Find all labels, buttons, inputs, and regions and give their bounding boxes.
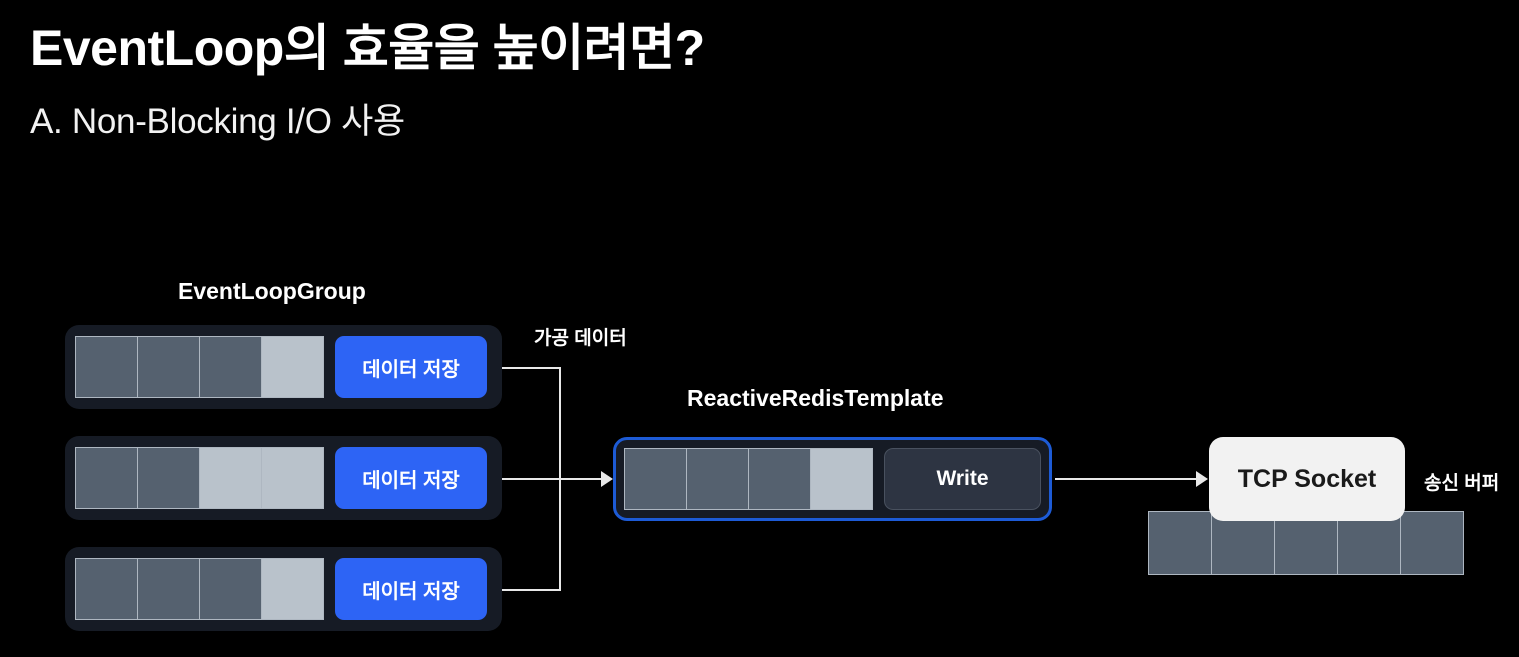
connector-line-row2 [502, 478, 561, 480]
queue-cell [624, 448, 687, 510]
buffer-cell [1211, 511, 1275, 575]
eventloop-queue-3 [75, 558, 324, 620]
reactiveredistemplate-caption: ReactiveRedisTemplate [687, 385, 944, 411]
queue-cell [261, 558, 324, 620]
page-subtitle: A. Non-Blocking I/O 사용 [30, 102, 405, 141]
queue-cell [137, 447, 200, 509]
save-data-button-3[interactable]: 데이터 저장 [335, 558, 487, 620]
connector-line-row1 [502, 367, 561, 369]
redis-queue [624, 448, 873, 510]
eventloop-queue-1 [75, 336, 324, 398]
queue-cell [199, 336, 262, 398]
queue-cell [137, 558, 200, 620]
save-data-button-2[interactable]: 데이터 저장 [335, 447, 487, 509]
queue-cell [748, 448, 811, 510]
queue-cell [199, 447, 262, 509]
send-buffer-queue [1148, 511, 1464, 575]
eventloop-row-2: 데이터 저장 [65, 436, 502, 520]
connector-line-row3 [502, 589, 561, 591]
queue-cell [261, 336, 324, 398]
send-buffer-label: 송신 버퍼 [1424, 473, 1500, 494]
queue-cell [686, 448, 749, 510]
queue-cell [75, 447, 138, 509]
tcp-socket-box: TCP Socket [1209, 437, 1405, 521]
connector-line-to-socket [1055, 478, 1203, 480]
queue-cell [137, 336, 200, 398]
eventloop-row-3: 데이터 저장 [65, 547, 502, 631]
arrow-right-icon [601, 471, 613, 487]
buffer-cell [1148, 511, 1212, 575]
eventloopgroup-caption: EventLoopGroup [178, 278, 366, 304]
eventloop-row-1: 데이터 저장 [65, 325, 502, 409]
queue-cell [75, 336, 138, 398]
processed-data-label: 가공 데이터 [534, 328, 627, 349]
buffer-cell [1400, 511, 1464, 575]
write-button[interactable]: Write [884, 448, 1041, 510]
queue-cell [199, 558, 262, 620]
reactiveredistemplate-box: Write [613, 437, 1052, 521]
arrow-right-icon [1196, 471, 1208, 487]
save-data-button-1[interactable]: 데이터 저장 [335, 336, 487, 398]
eventloop-queue-2 [75, 447, 324, 509]
queue-cell [810, 448, 873, 510]
connector-line-to-redis [559, 478, 607, 480]
queue-cell [261, 447, 324, 509]
queue-cell [75, 558, 138, 620]
page-title: EventLoop의 효율을 높이려면? [30, 20, 705, 76]
